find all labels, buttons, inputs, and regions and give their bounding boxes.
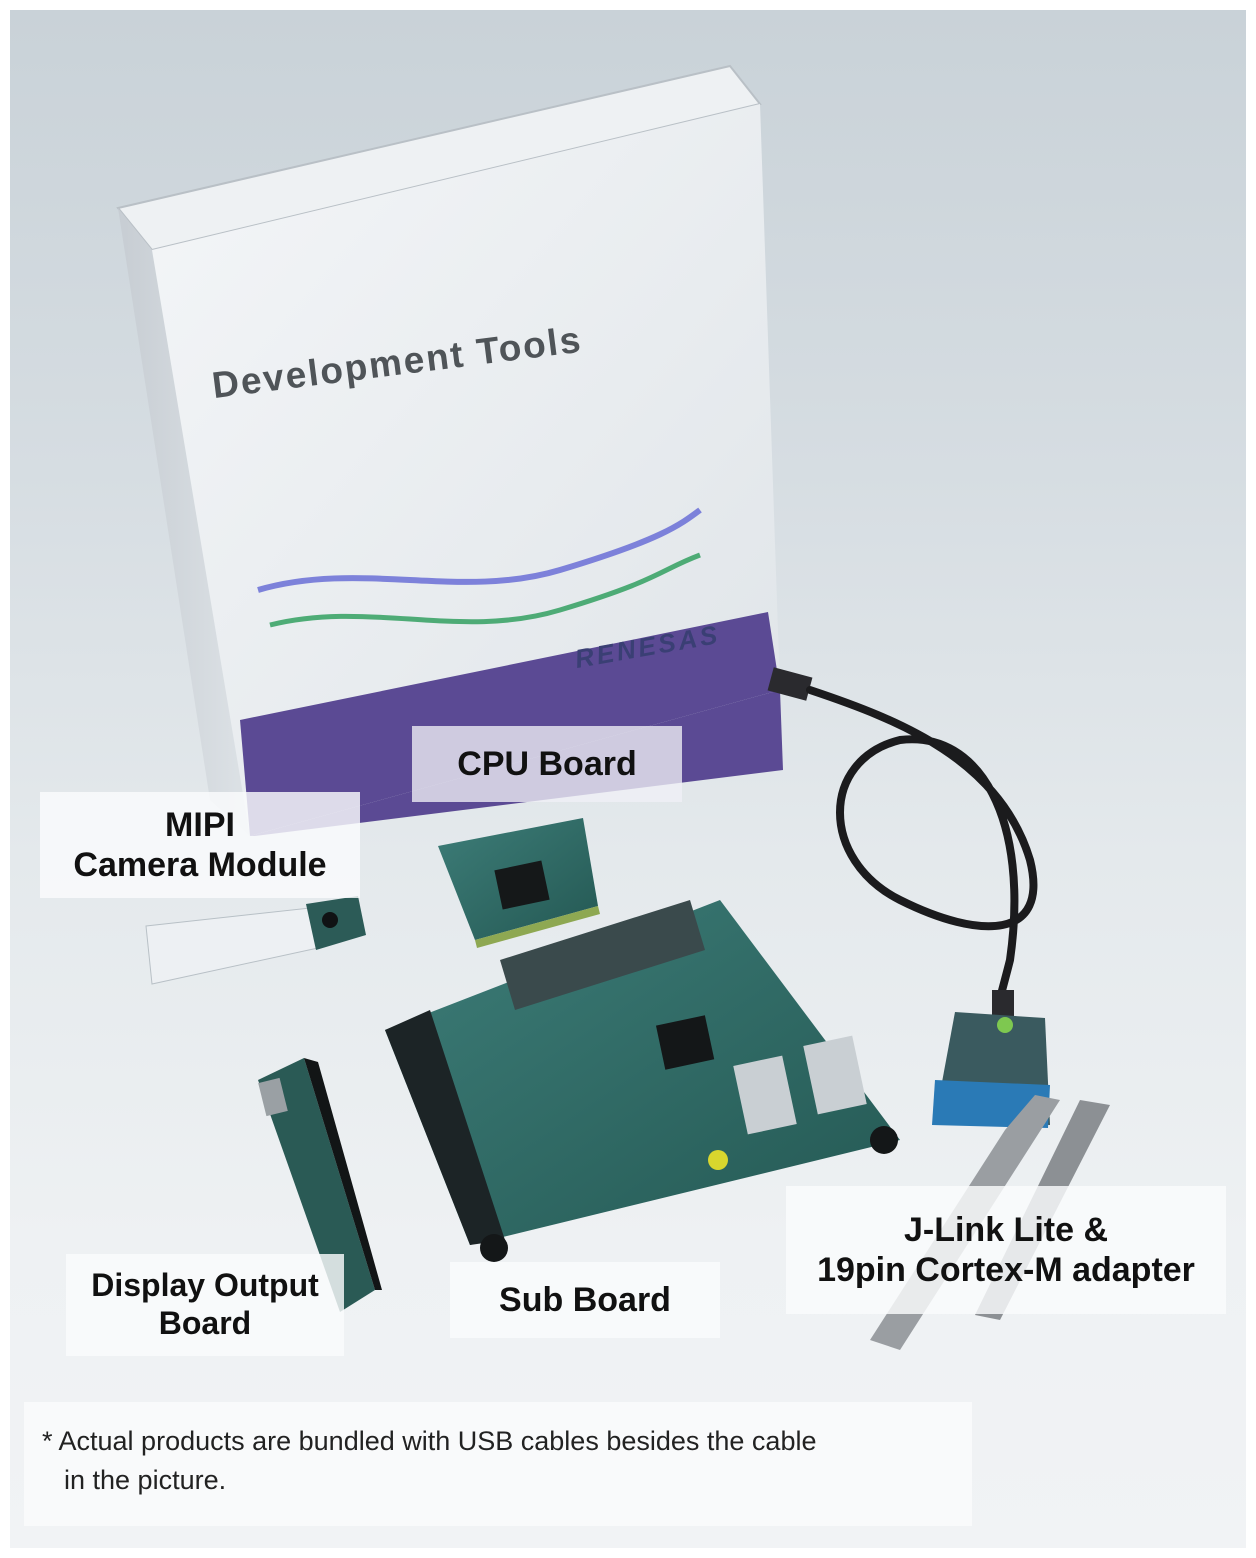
kit-box: [116, 64, 783, 836]
footnote-line1: * Actual products are bundled with USB c…: [42, 1426, 817, 1456]
label-sub-board-text: Sub Board: [499, 1280, 671, 1319]
label-mipi-line2: Camera Module: [73, 846, 327, 884]
label-cpu-board-text: CPU Board: [457, 744, 637, 783]
label-display-output-board: Display Output Board: [66, 1254, 344, 1356]
sub-board-device: [385, 900, 900, 1262]
label-sub-board: Sub Board: [450, 1262, 720, 1338]
footnote-box: * Actual products are bundled with USB c…: [24, 1402, 972, 1526]
label-mipi-line1: MIPI: [165, 805, 235, 844]
label-display-line2: Board: [158, 1305, 252, 1341]
mipi-camera-device: [145, 896, 366, 985]
label-jlink-line2: 19pin Cortex-M adapter: [817, 1251, 1195, 1289]
label-jlink-line1: J-Link Lite &: [903, 1210, 1109, 1249]
label-cpu-board: CPU Board: [412, 726, 682, 802]
display-output-board-device: [258, 1058, 382, 1312]
footnote-line2: in the picture.: [64, 1465, 227, 1496]
label-display-line1: Display Output: [91, 1267, 319, 1304]
label-mipi-camera-module: MIPI Camera Module: [40, 792, 360, 898]
label-jlink-lite-adapter: J-Link Lite & 19pin Cortex-M adapter: [786, 1186, 1226, 1314]
usb-cable: [767, 667, 1038, 1030]
cpu-board-device: [438, 818, 600, 948]
